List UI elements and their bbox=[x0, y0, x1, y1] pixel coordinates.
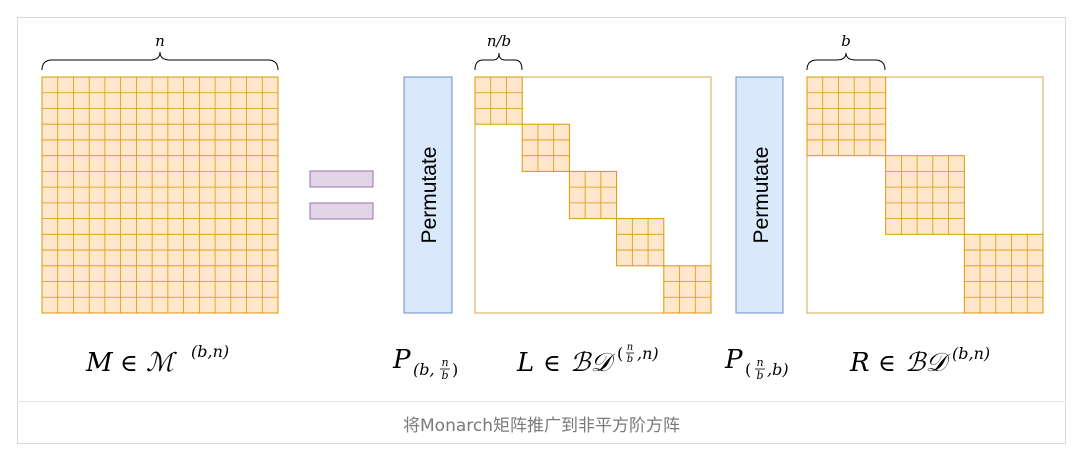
formula-r-sup: (b,n) bbox=[952, 344, 990, 363]
matrix-l-block bbox=[616, 218, 665, 267]
permutate-label-2: Permutate bbox=[750, 147, 773, 244]
formula-m-lhs: M bbox=[85, 348, 114, 378]
formula-p1-sub-open: (b, bbox=[413, 360, 435, 379]
caption-divider bbox=[17, 401, 1066, 402]
brace-nb bbox=[474, 52, 523, 71]
brace-n-label: n bbox=[155, 32, 165, 50]
formula-m-set: ℳ bbox=[146, 348, 177, 378]
formula-p1-sub-close: ) bbox=[452, 360, 458, 379]
formula-p2: P ( n b ,b) bbox=[724, 345, 789, 382]
formula-r-lhs: R bbox=[849, 348, 870, 378]
matrix-l-block bbox=[521, 123, 570, 172]
matrix-m-cells bbox=[41, 76, 279, 314]
formula-r-set: ℬ𝒟 bbox=[905, 348, 950, 378]
formula-l-lhs: L bbox=[516, 348, 534, 378]
matrix-l-block bbox=[663, 265, 712, 314]
matrix-r-block bbox=[963, 233, 1044, 314]
equals-bar-top bbox=[309, 170, 374, 188]
formula-p1: P (b, n b ) bbox=[392, 345, 458, 382]
formula-r: R ∈ ℬ𝒟 (b,n) bbox=[849, 344, 990, 378]
formula-l-sup-close: ,n) bbox=[637, 344, 659, 363]
formula-l-set: ℬ𝒟 bbox=[570, 348, 615, 378]
formula-l-frac-num: n bbox=[627, 342, 633, 353]
formula-p2-sub-open: ( bbox=[745, 360, 751, 379]
formula-l: L ∈ ℬ𝒟 ( n b ,n) bbox=[516, 342, 659, 378]
matrix-l-block bbox=[474, 76, 523, 125]
matrix-r-block bbox=[885, 155, 965, 235]
formula-p2-frac-den: b bbox=[756, 369, 763, 382]
formula-p1-sym: P bbox=[392, 345, 411, 375]
matrix-r-block bbox=[806, 76, 887, 157]
formula-m-op: ∈ bbox=[120, 349, 138, 377]
formula-p1-frac-num: n bbox=[441, 356, 448, 369]
figure-caption: 将Monarch矩阵推广到非平方阶方阵 bbox=[403, 415, 680, 436]
brace-b-label: b bbox=[841, 32, 851, 50]
matrix-l-blocks bbox=[474, 76, 712, 314]
permutate-box-2 bbox=[735, 76, 784, 314]
brace-b bbox=[806, 52, 886, 71]
formula-l-frac-den: b bbox=[627, 354, 633, 365]
formula-l-op: ∈ bbox=[543, 349, 561, 377]
formula-r-op: ∈ bbox=[878, 349, 896, 377]
brace-n bbox=[41, 51, 279, 71]
formula-l-sup-open: ( bbox=[617, 344, 623, 363]
monarch-diagram: n Permutate n/b Permutate b M ∈ ℳ (b,n) … bbox=[41, 32, 1044, 382]
equals-bar-bottom bbox=[309, 202, 374, 220]
formula-p2-frac-num: n bbox=[756, 356, 763, 369]
formula-m: M ∈ ℳ (b,n) bbox=[85, 342, 229, 378]
formula-p2-sym: P bbox=[724, 345, 743, 375]
matrix-l-block bbox=[568, 170, 618, 220]
formula-p1-frac-den: b bbox=[441, 369, 448, 382]
permutate-box-1 bbox=[403, 76, 453, 314]
formula-m-sup: (b,n) bbox=[191, 342, 229, 361]
matrix-r-blocks bbox=[806, 76, 1044, 314]
formula-p2-sub-close: ,b) bbox=[767, 360, 789, 379]
brace-nb-label: n/b bbox=[487, 32, 511, 50]
matrix-m bbox=[41, 76, 279, 314]
permutate-label-1: Permutate bbox=[418, 147, 441, 244]
